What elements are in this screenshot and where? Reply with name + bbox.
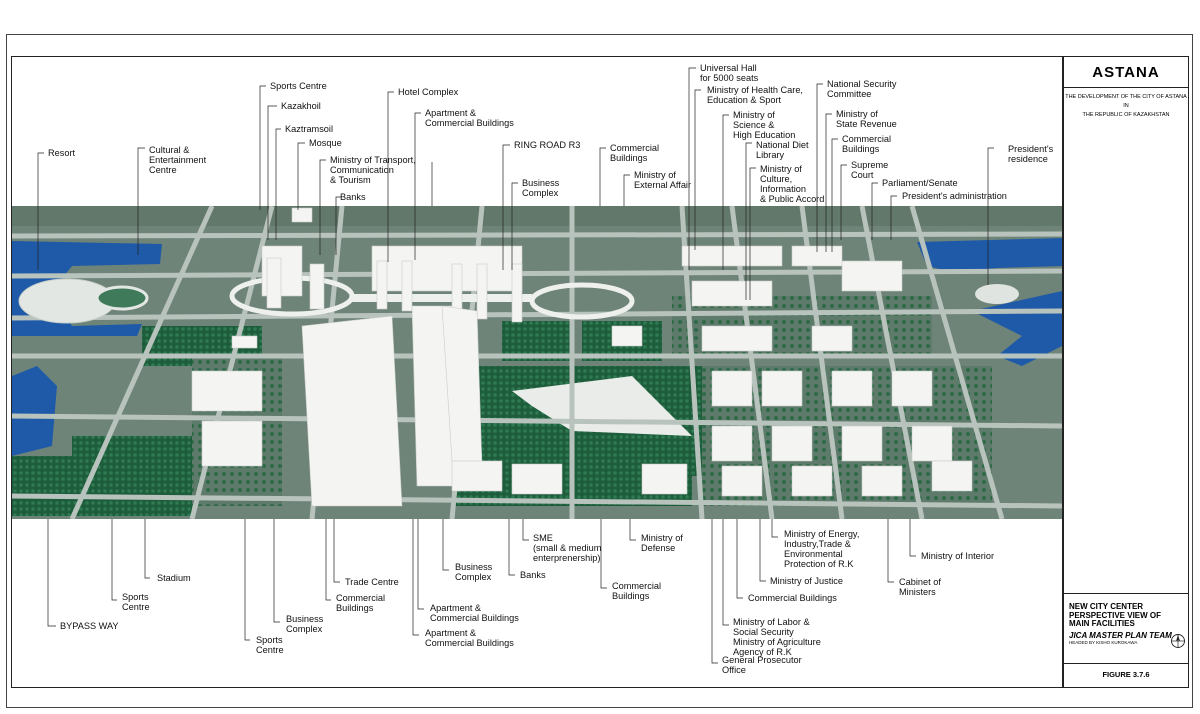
label-banks-top: Banks — [340, 192, 366, 202]
label-commercial-buildings-top-2: Commercial Buildings — [842, 134, 892, 154]
title-block-subtitle: THE DEVELOPMENT OF THE CITY OF ASTANA IN… — [1065, 94, 1187, 118]
label-universal-hall: Universal Hall for 5000 seats — [700, 63, 759, 83]
label-kaztramsoil: Kaztramsoil — [285, 124, 333, 134]
label-business-complex-bottom-2: Business Complex — [455, 562, 493, 582]
label-commercial-buildings-bottom-1: Commercial Buildings — [336, 593, 386, 613]
label-national-security-committee: National Security Committee — [827, 79, 897, 99]
label-supreme-court: Supreme Court — [851, 160, 889, 180]
label-presidents-residence: President's residence — [1008, 144, 1054, 164]
title-block-divider-1 — [1064, 593, 1188, 594]
drawing-sheet-border — [6, 34, 1193, 708]
label-apartment-commercial-bottom-2: Apartment & Commercial Buildings — [425, 628, 514, 648]
label-banks-bottom: Banks — [520, 570, 546, 580]
label-parliament-senate: Parliament/Senate — [882, 178, 958, 188]
label-ministry-science: Ministry of Science & High Education — [733, 110, 796, 140]
label-cultural-entertainment-centre: Cultural & Entertainment Centre — [149, 145, 207, 175]
label-ministry-justice: Ministry of Justice — [770, 576, 844, 586]
water-left-lower — [12, 366, 57, 456]
label-general-prosecutor-office: General Prosecutor Office — [722, 655, 802, 675]
label-sports-centre-top: Sports Centre — [270, 81, 327, 91]
north-arrow-icon — [1171, 634, 1185, 648]
city-perspective-map — [12, 206, 1062, 519]
label-commercial-buildings-bottom-3: Commercial Buildings — [748, 593, 837, 603]
label-ministry-interior: Ministry of Interior — [921, 551, 995, 561]
label-business-complex-top: Business Complex — [522, 178, 560, 198]
title-block-divider-2 — [1064, 663, 1188, 664]
label-cabinet-of-ministers: Cabinet of Ministers — [899, 577, 941, 597]
title-block-credit: HEADED BY KISHO KUROKAWA — [1069, 640, 1138, 645]
label-ministry-defense: Ministry of Defense — [641, 533, 683, 553]
label-ministry-culture: Ministry of Culture, Information & Publi… — [760, 164, 825, 204]
label-ministry-energy: Ministry of Energy, Industry,Trade & Env… — [784, 529, 860, 569]
label-resort: Resort — [48, 148, 76, 158]
buildings — [191, 207, 973, 507]
label-commercial-buildings-bottom-2: Commercial Buildings — [612, 581, 662, 601]
label-ministry-transport: Ministry of Transport, Communication & T… — [330, 155, 416, 185]
label-commercial-buildings-top-1: Commercial Buildings — [610, 143, 660, 163]
label-apartment-commercial-bottom-1: Apartment & Commercial Buildings — [430, 603, 519, 623]
label-stadium: Stadium — [157, 573, 191, 583]
label-ministry-health-care: Ministry of Health Care, Education & Spo… — [707, 85, 803, 105]
title-block-team: JICA MASTER PLAN TEAM — [1069, 631, 1172, 640]
title-block: ASTANA THE DEVELOPMENT OF THE CITY OF AS… — [1063, 56, 1189, 688]
label-ministry-state-revenue: Ministry of State Revenue — [836, 109, 897, 129]
label-apartment-commercial-top: Apartment & Commercial Buildings — [425, 108, 514, 128]
label-mosque: Mosque — [309, 138, 342, 148]
label-kazakhoil: Kazakhoil — [281, 101, 321, 111]
title-block-panel-title: NEW CITY CENTER PERSPECTIVE VIEW OF MAIN… — [1069, 602, 1162, 628]
label-ring-road-r3: RING ROAD R3 — [514, 140, 581, 150]
label-ministry-labor-agriculture: Ministry of Labor & Social Security Mini… — [733, 617, 821, 657]
label-business-complex-bottom-1: Business Complex — [286, 614, 324, 634]
label-hotel-complex: Hotel Complex — [398, 87, 459, 97]
label-sports-centre-bottom-2: Sports Centre — [256, 635, 284, 655]
label-trade-centre: Trade Centre — [345, 577, 399, 587]
label-bypass-way: BYPASS WAY — [60, 621, 119, 631]
label-sports-centre-bottom-1: Sports Centre — [122, 592, 150, 612]
label-ministry-external-affair: Ministry of External Affair — [634, 170, 692, 190]
label-sme: SME (small & medium enterprenership) — [533, 533, 602, 563]
title-block-city: ASTANA — [1064, 57, 1188, 88]
label-presidents-administration: President's administration — [902, 191, 1007, 201]
title-block-figure-number: FIGURE 3.7.6 — [1102, 670, 1150, 679]
label-national-diet-library: National Diet Library — [756, 140, 809, 160]
drawing-frame — [11, 56, 1063, 688]
